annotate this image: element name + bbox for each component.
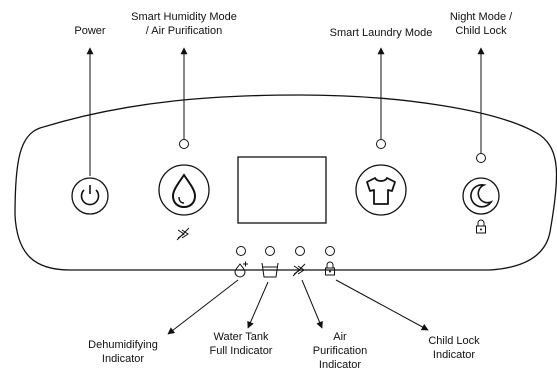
water-drop-icon	[171, 173, 197, 209]
child-lock-label: Child Lock Indicator	[428, 335, 480, 361]
dehumidify-icon	[234, 261, 248, 278]
padlock-icon	[476, 219, 486, 234]
power-label: Power	[74, 25, 106, 37]
moon-icon	[470, 184, 494, 208]
panel-outline	[14, 94, 557, 271]
smart-laundry-button[interactable]	[355, 164, 407, 216]
water-tank-icon	[261, 262, 279, 278]
air-purification-icon	[292, 263, 306, 277]
padlock-icon	[325, 261, 335, 276]
air-purification-icon	[176, 227, 190, 241]
air-purification-arrow	[301, 279, 323, 329]
smart-humidity-button[interactable]	[158, 164, 210, 216]
child-lock-led	[325, 246, 335, 256]
shirt-icon	[366, 177, 396, 205]
water-tank-arrow	[247, 281, 269, 329]
child-lock-arrow	[335, 279, 429, 331]
water-tank-led	[265, 246, 275, 256]
water-tank-label: Water Tank Full Indicator	[209, 331, 273, 357]
air-purification-label: Air Purification Indicator	[312, 331, 368, 371]
power-button[interactable]	[71, 177, 109, 215]
smart-laundry-label: Smart Laundry Mode	[329, 27, 433, 39]
air-purification-led	[295, 246, 305, 256]
dehumidifying-label: Dehumidifying Indicator	[88, 339, 158, 365]
dehumidifying-arrow	[167, 279, 239, 335]
night-mode-label: Night Mode / Child Lock	[449, 11, 513, 37]
smart-humidity-led	[179, 139, 189, 149]
dehumidifying-led	[236, 246, 246, 256]
night-mode-button[interactable]	[462, 177, 500, 215]
display-window	[237, 156, 327, 224]
smart-laundry-led	[376, 139, 386, 149]
power-icon	[80, 185, 100, 206]
night-mode-led	[476, 153, 486, 163]
smart-humidity-label: Smart Humidity Mode / Air Purification	[131, 11, 237, 37]
